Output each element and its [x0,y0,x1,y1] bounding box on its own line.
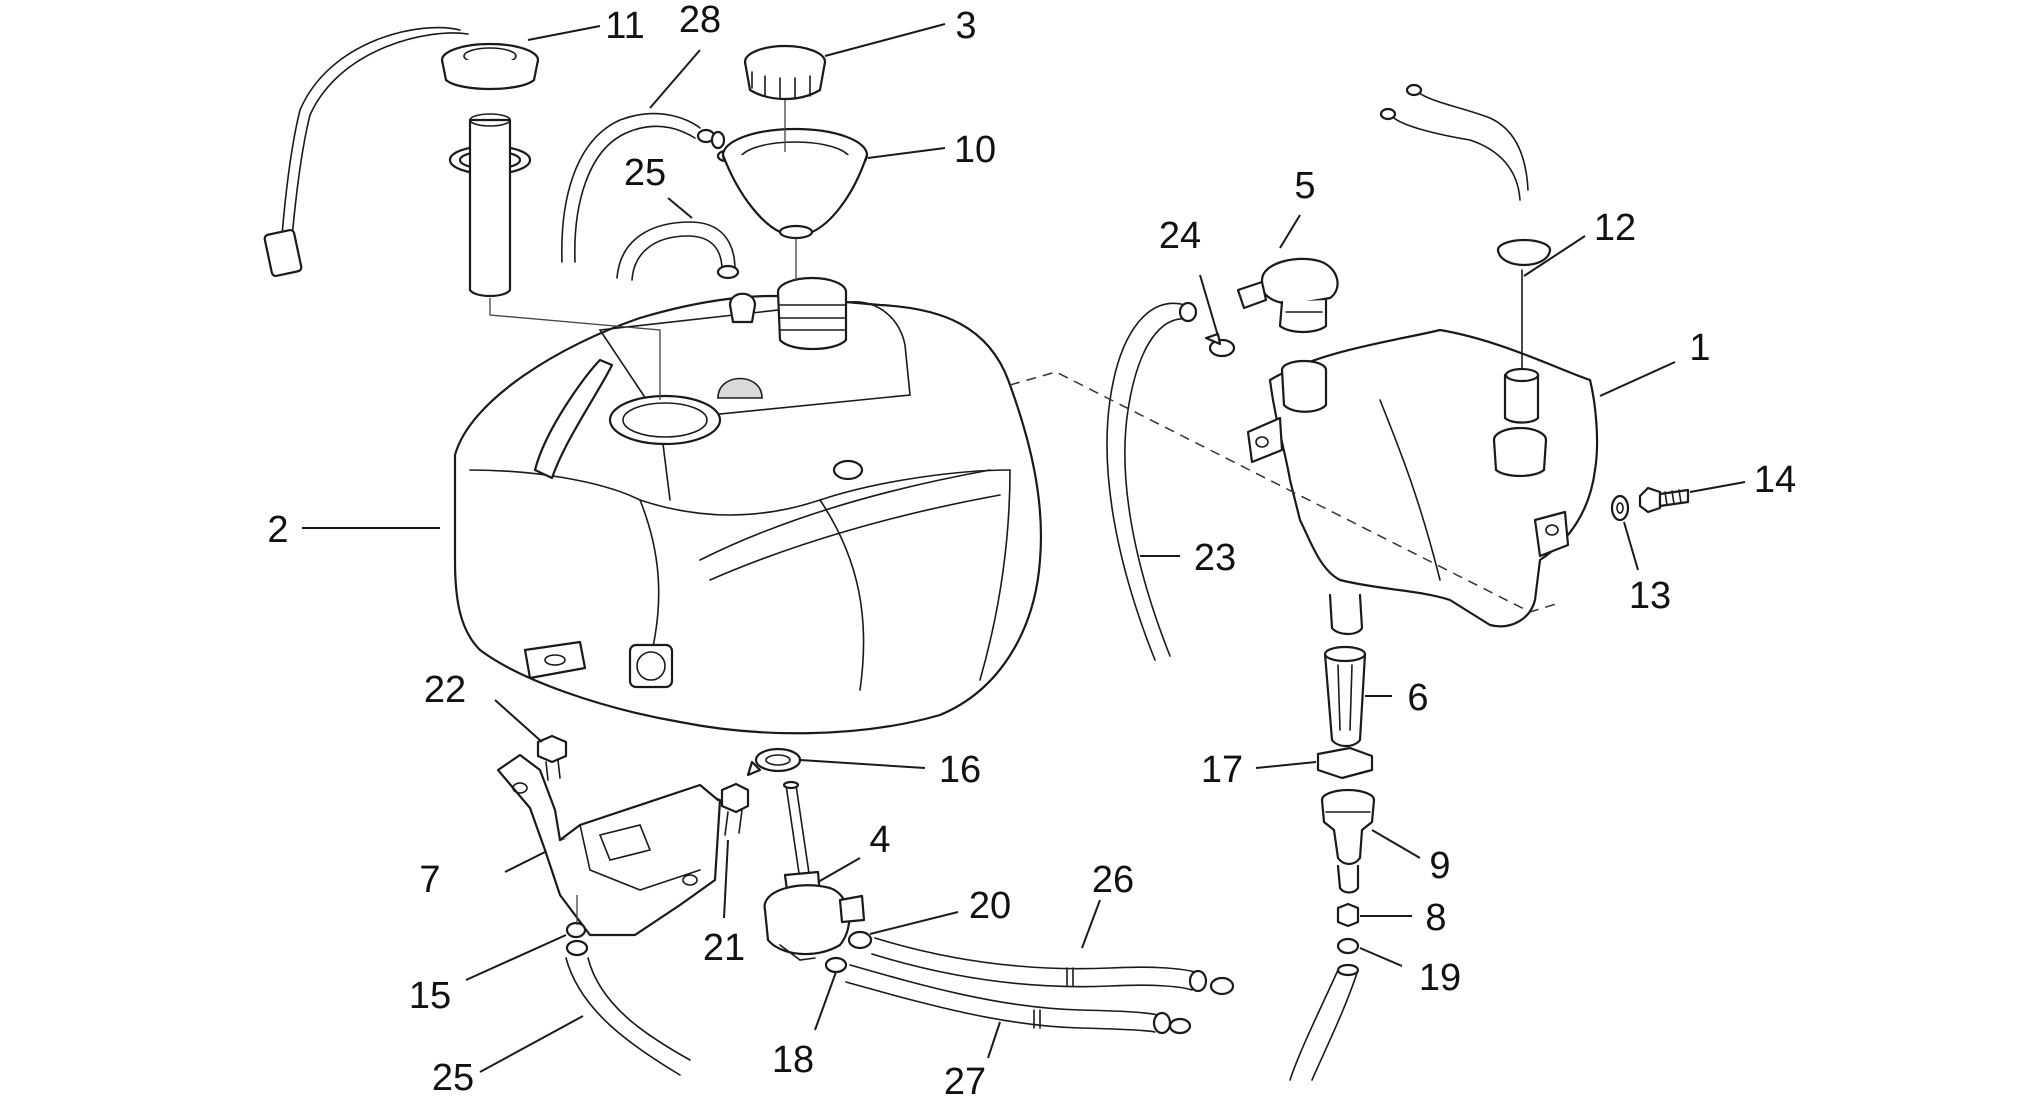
filler-funnel [721,100,869,280]
outlet-fitting-9 [1320,788,1376,894]
hose-clamp-18 [824,956,848,974]
oil-tank [1246,328,1599,636]
leader-21 [723,839,729,919]
fuel-tap [763,780,866,961]
fuel-tank [453,276,1043,735]
callout-7: 7 [419,859,440,901]
hose-clamp-15 [565,921,589,957]
callout-21: 21 [703,927,745,969]
breather-hose-25-lower [565,895,691,1076]
leader-20 [869,911,959,935]
callout-8: 8 [1425,897,1446,939]
hose-clamp-20 [847,930,873,950]
leader-25b [479,1015,584,1073]
callout-28: 28 [679,0,721,41]
callout-13: 13 [1629,575,1671,617]
leader-28 [649,49,701,109]
leader-18 [814,971,837,1031]
callout-22: 22 [424,669,466,711]
breather-hose-25-upper [616,221,740,281]
leader-5 [1279,214,1301,249]
leader-22 [494,699,543,743]
callout-26: 26 [1092,859,1134,901]
leader-17 [1255,761,1317,769]
callout-16: 16 [939,749,981,791]
callout-11: 11 [605,5,644,47]
leader-16 [799,759,926,769]
callout-15: 15 [409,975,451,1017]
oil-cap [1236,257,1339,334]
callout-19: 19 [1419,957,1461,999]
washer-13 [1610,494,1630,522]
fuel-hose-26 [871,937,1235,996]
leader-4 [817,857,861,883]
callout-17: 17 [1201,749,1243,791]
callout-23: 23 [1194,537,1236,579]
callout-6: 6 [1407,677,1428,719]
bolt-22 [536,734,568,781]
leader-25a [667,197,693,219]
callout-1: 1 [1689,327,1710,369]
oil-level-sensor [1379,83,1552,424]
oil-filter-6 [1323,645,1367,748]
leader-26 [1081,899,1101,949]
callout-27: 27 [944,1061,986,1100]
leader-19 [1359,947,1403,967]
hose-clamp-16 [746,747,802,777]
leader-9 [1371,829,1421,859]
leader-1 [1599,361,1676,397]
fuel-hose-27 [845,964,1192,1035]
o-ring-17 [1316,746,1374,780]
callout-3: 3 [955,5,976,47]
leader-24 [1199,274,1219,337]
fuel-gauge-sender [263,26,661,400]
leader-10 [867,147,946,159]
callout-5: 5 [1294,165,1315,207]
bolt-14 [1638,486,1690,514]
assembly-guide-line [1009,371,1557,613]
mounting-bracket [496,753,722,937]
leader-12 [1523,235,1586,277]
leader-15 [465,934,567,981]
callout-9: 9 [1429,845,1450,887]
leader-27 [987,1021,1001,1059]
leader-7 [504,851,546,873]
washer-8 [1336,902,1360,928]
callout-2: 2 [267,509,288,551]
callout-leaders [302,23,1746,1073]
callout-labels: 1 2 3 4 5 6 7 8 9 10 11 12 13 14 15 16 1… [267,0,1796,1100]
nut-19 [1336,937,1360,955]
callout-20: 20 [969,885,1011,927]
callout-4: 4 [869,819,890,861]
callout-12: 12 [1594,207,1636,249]
callout-24: 24 [1159,215,1201,257]
leader-13 [1623,521,1639,571]
leader-3 [824,23,946,57]
oil-hose-23 [1106,301,1198,661]
bolt-21 [720,782,750,836]
callout-25-lower: 25 [432,1057,474,1099]
callout-14: 14 [1754,459,1796,501]
hose-clamp-24 [1204,332,1236,358]
filler-cap [743,44,827,100]
callout-18: 18 [772,1039,814,1081]
callout-10: 10 [954,129,996,171]
leader-11 [527,25,601,41]
oil-hose-lower [1289,963,1360,1081]
leader-14 [1689,481,1746,493]
callout-25-upper: 25 [624,152,666,194]
